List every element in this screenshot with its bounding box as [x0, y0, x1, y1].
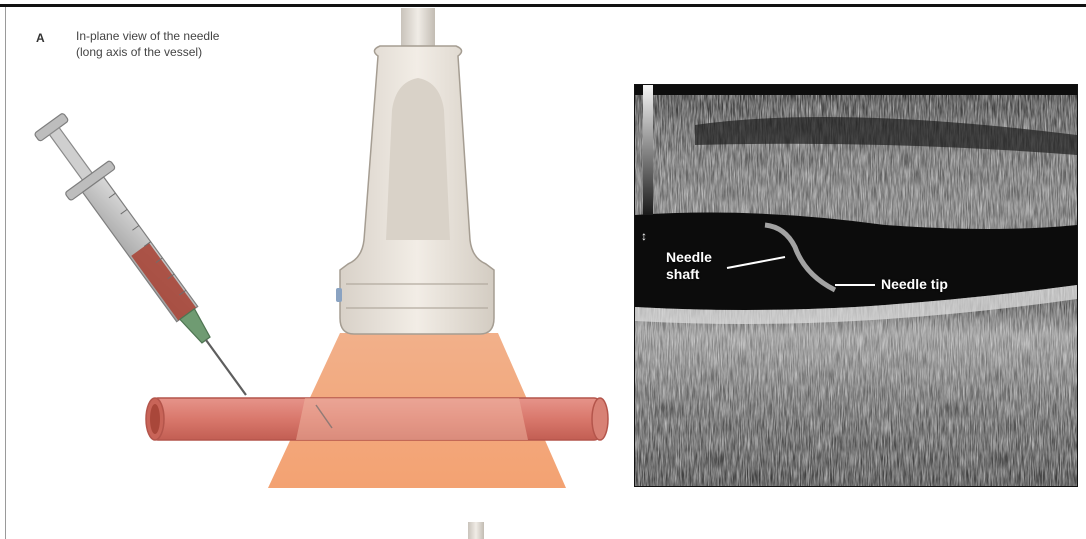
needle-tip-label: Needle tip — [881, 276, 948, 293]
ultrasound-probe — [336, 46, 494, 334]
needle-insertion-illustration — [0, 0, 620, 539]
next-panel-probe-fragment — [468, 522, 484, 539]
depth-marker: ↕ — [641, 229, 647, 243]
depth-scale-bar — [643, 85, 653, 215]
needle-shaft-label: Needle shaft — [666, 249, 712, 283]
needle-shaft-label-line-2: shaft — [666, 266, 712, 283]
ultrasound-scan — [635, 85, 1077, 486]
beam-vessel-overlap — [296, 398, 528, 440]
ultrasound-image: ↕ Needle shaft Needle tip — [634, 84, 1078, 487]
syringe — [26, 107, 269, 412]
needle-shaft-label-line-1: Needle — [666, 249, 712, 266]
